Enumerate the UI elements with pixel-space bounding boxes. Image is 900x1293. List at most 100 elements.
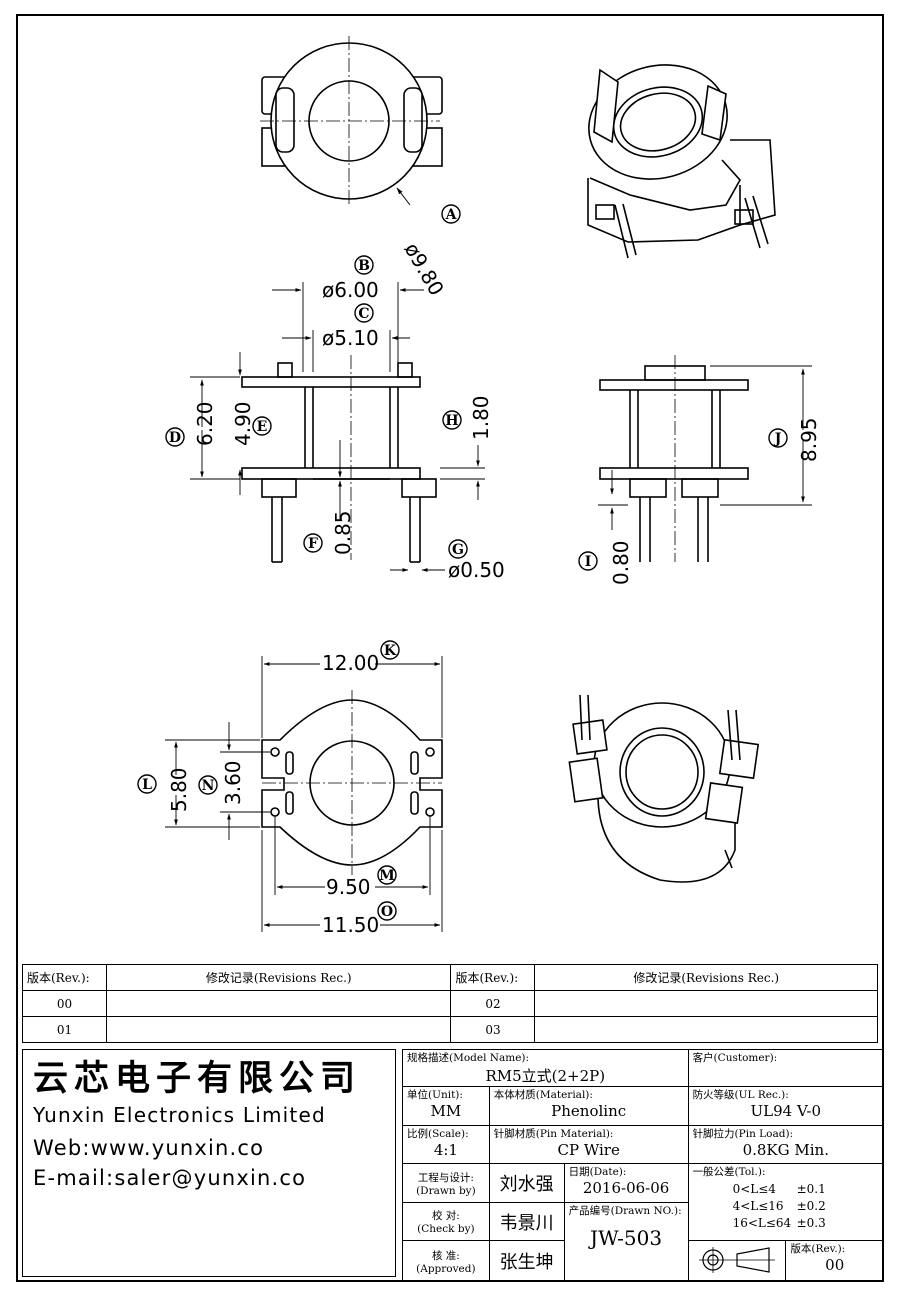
badge-H: H bbox=[442, 410, 462, 430]
rev-label: 版本(Rev.): bbox=[790, 1243, 846, 1256]
company-name-cn: 云芯电子有限公司 bbox=[33, 1059, 362, 1099]
badge-N-letter: N bbox=[202, 778, 215, 794]
side-dim-lines bbox=[598, 365, 812, 530]
top-view bbox=[260, 36, 443, 206]
badge-D: D bbox=[165, 427, 185, 447]
company-block: 云芯电子有限公司 Yunxin Electronics Limited Web:… bbox=[22, 1049, 396, 1277]
badge-G-letter: G bbox=[452, 542, 464, 558]
approve-value: 张生坤 bbox=[488, 1240, 565, 1282]
side-view bbox=[599, 355, 749, 562]
badge-F: F bbox=[303, 533, 323, 553]
rev-value: 00 bbox=[825, 1256, 845, 1275]
drawn-label-en: (Drawn by) bbox=[416, 1184, 476, 1197]
scale-value: 4:1 bbox=[433, 1140, 458, 1159]
front-dim-lines bbox=[190, 282, 485, 572]
badge-L-letter: L bbox=[142, 777, 152, 793]
dim-I-value: 0.80 bbox=[609, 540, 633, 585]
dim-M-value: 9.50 bbox=[326, 875, 371, 899]
rec-header-left: 修改记录(Revisions Rec.) bbox=[105, 964, 452, 991]
badge-L: L bbox=[137, 774, 157, 794]
pin-material-label: 针脚材质(Pin Material): bbox=[493, 1127, 614, 1140]
badge-I: I bbox=[578, 551, 598, 571]
company-name-en: Yunxin Electronics Limited bbox=[33, 1103, 326, 1127]
dim-K-value: 12.00 bbox=[322, 651, 379, 675]
dim-O-value: 11.50 bbox=[322, 913, 379, 937]
revision-table: 版本(Rev.): 修改记录(Revisions Rec.) 版本(Rev.):… bbox=[22, 964, 878, 1043]
technical-drawing: ø9.80 ø6.00 ø5.10 6.20 4.90 0.85 ø0.50 1… bbox=[137, 36, 821, 937]
ul-value: UL94 V-0 bbox=[750, 1102, 822, 1121]
third-angle-projection-icon bbox=[699, 1246, 775, 1273]
badge-F-letter: F bbox=[308, 536, 318, 552]
badge-D-letter: D bbox=[169, 430, 181, 446]
dim-C-value: ø5.10 bbox=[322, 326, 379, 350]
drawn-label-cn: 工程与设计: bbox=[417, 1171, 474, 1184]
rev-row-0-left: 00 bbox=[22, 990, 107, 1017]
badge-A: A bbox=[441, 204, 461, 224]
rev-header-right: 版本(Rev.): bbox=[450, 964, 536, 991]
badge-K-letter: K bbox=[384, 643, 397, 659]
badge-N: N bbox=[198, 775, 218, 795]
pin-load-label: 针脚拉力(Pin Load): bbox=[692, 1127, 794, 1140]
bottom-view bbox=[261, 690, 443, 875]
model-label: 规格描述(Model Name): bbox=[407, 1052, 530, 1064]
tol-value-1: ±0.2 bbox=[796, 1199, 826, 1214]
badge-J: J bbox=[768, 428, 788, 448]
dim-N-value: 3.60 bbox=[221, 760, 245, 805]
model-value: RM5立式(2+2P) bbox=[485, 1067, 606, 1085]
rec-row-0-left bbox=[105, 990, 452, 1017]
title-block: 规格描述(Model Name): RM5立式(2+2P) 客户(Custome… bbox=[402, 1048, 885, 1283]
badge-O: O bbox=[377, 901, 397, 921]
badge-G: G bbox=[448, 539, 468, 559]
rec-header-right: 修改记录(Revisions Rec.) bbox=[534, 964, 878, 991]
badge-B-letter: B bbox=[358, 258, 370, 274]
scale-label: 比例(Scale): bbox=[407, 1127, 469, 1140]
unit-value: MM bbox=[430, 1102, 462, 1121]
badge-H-letter: H bbox=[445, 413, 458, 429]
material-value: Phenolinc bbox=[551, 1102, 627, 1121]
badge-B: B bbox=[354, 255, 374, 275]
badge-E-letter: E bbox=[257, 419, 268, 435]
iso-view-top bbox=[587, 64, 776, 259]
dim-A-value: ø9.80 bbox=[400, 239, 449, 300]
badge-I-letter: I bbox=[585, 554, 592, 570]
rev-row-0-right: 02 bbox=[450, 990, 536, 1017]
unit-label: 单位(Unit): bbox=[407, 1089, 463, 1102]
rec-row-0-right bbox=[534, 990, 878, 1017]
tol-label: 一般公差(Tol.): bbox=[692, 1166, 766, 1179]
dim-J-value: 8.95 bbox=[797, 417, 821, 462]
dim-F-value: 0.85 bbox=[331, 510, 355, 555]
pin-load-value: 0.8KG Min. bbox=[742, 1140, 829, 1159]
ul-label: 防火等级(UL Rec.): bbox=[692, 1089, 789, 1102]
badge-K: K bbox=[380, 640, 400, 660]
projection-symbol bbox=[687, 1240, 787, 1282]
badge-J-letter: J bbox=[773, 431, 782, 447]
tol-range-2: 16<L≤64 bbox=[732, 1216, 792, 1231]
drawn-value: 刘水强 bbox=[488, 1163, 565, 1203]
dim-D-value: 6.20 bbox=[193, 401, 217, 446]
date-value: 2016-06-06 bbox=[582, 1179, 670, 1198]
dim-L-value: 5.80 bbox=[167, 767, 191, 812]
tol-value-0: ±0.1 bbox=[796, 1182, 826, 1197]
badge-A-letter: A bbox=[445, 207, 458, 223]
approve-label-cn: 核 准: bbox=[431, 1249, 460, 1262]
iso-view-bottom bbox=[568, 694, 760, 883]
rev-row-1-right: 03 bbox=[450, 1016, 536, 1043]
check-value: 韦景川 bbox=[488, 1201, 565, 1242]
drawn-no-value: JW-503 bbox=[590, 1225, 663, 1250]
badge-O-letter: O bbox=[381, 904, 393, 920]
check-label-cn: 校 对: bbox=[431, 1210, 460, 1223]
tol-range-1: 4<L≤16 bbox=[732, 1199, 784, 1214]
company-web: Web:www.yunxin.co bbox=[33, 1136, 265, 1160]
dim-E-value: 4.90 bbox=[231, 401, 255, 446]
rec-row-1-right bbox=[534, 1016, 878, 1043]
front-view bbox=[241, 355, 437, 563]
badge-C: C bbox=[354, 303, 374, 323]
approve-label-en: (Approved) bbox=[416, 1262, 476, 1275]
check-label-en: (Check by) bbox=[417, 1223, 475, 1236]
badge-M-letter: M bbox=[379, 868, 395, 884]
pin-material-value: CP Wire bbox=[557, 1140, 620, 1159]
bottom-dim-lines bbox=[165, 656, 443, 932]
badge-M: M bbox=[377, 865, 397, 885]
material-label: 本体材质(Material): bbox=[493, 1089, 593, 1102]
rev-header-left: 版本(Rev.): bbox=[22, 964, 107, 991]
